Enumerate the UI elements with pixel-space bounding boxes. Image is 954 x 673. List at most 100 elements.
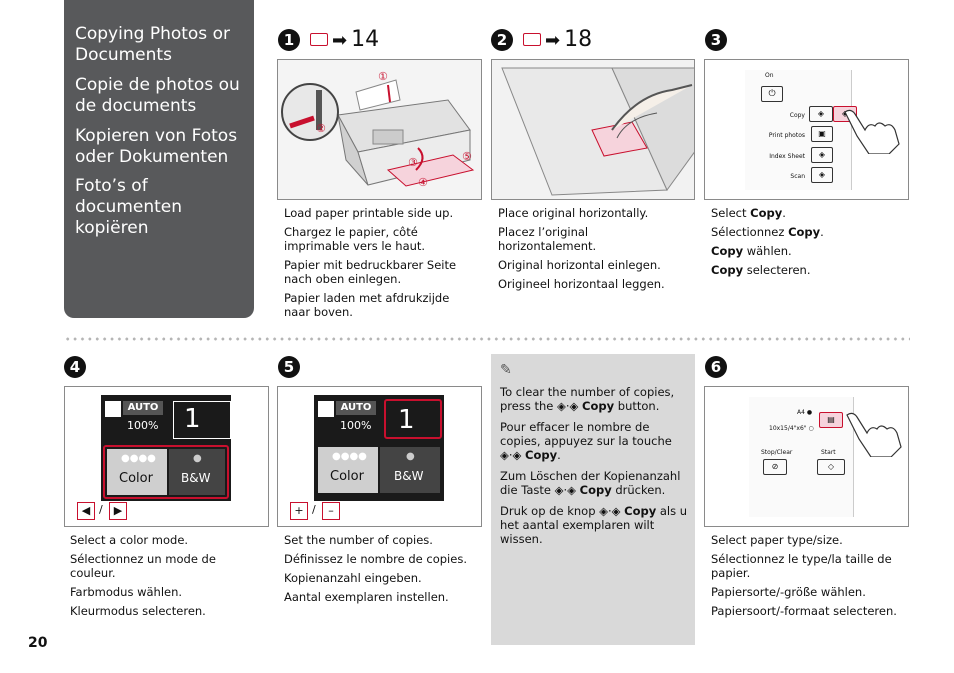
bw-option[interactable]: ● B&W (169, 449, 225, 495)
separator: / (312, 503, 316, 516)
pencil-icon: ✎ (500, 362, 512, 378)
note-de: Zum Löschen der Kopienanzahl die Taste ◈… (500, 469, 681, 497)
step-1-page-ref: 14 (351, 27, 380, 52)
step-2-illustration (491, 59, 695, 200)
copy-label: Copy (789, 112, 805, 119)
section-title-panel: Copying Photos or Documents Copie de pho… (64, 0, 254, 318)
zoom-label: 100% (127, 419, 159, 432)
auto-label: AUTO (336, 401, 376, 415)
step-4-illustration: AUTO 100% 1 ●●●● Color ● B&W ◀ / ▶ (64, 386, 269, 527)
note-text: To clear the number of copies, press the… (500, 385, 688, 551)
step-5-text-fr: Définissez le nombre de copies. (284, 552, 467, 566)
note-en: To clear the number of copies, press the… (500, 385, 675, 413)
step-4-text-nl: Kleurmodus selecteren. (70, 604, 206, 618)
start-button[interactable]: ◇ (817, 459, 845, 475)
step-3-text-de: Copy wählen. (711, 244, 792, 258)
step-5-text-en: Set the number of copies. (284, 533, 433, 547)
stop-clear-button[interactable]: ⊘ (763, 459, 787, 475)
bw-option[interactable]: ● B&W (380, 447, 440, 493)
paper-size-button[interactable]: ▤ (819, 412, 843, 428)
step-5-text: Set the number of copies. Définissez le … (284, 533, 479, 609)
step-1-text-fr: Chargez le papier, côté imprimable vers … (284, 225, 426, 253)
a4-label: A4 ● (797, 409, 813, 416)
copies-box-selected[interactable]: 1 (384, 399, 442, 439)
step-5-text-de: Kopienanzahl eingeben. (284, 571, 422, 585)
title-en: Copying Photos or Documents (75, 24, 230, 65)
callout-1: ① (378, 70, 388, 83)
note-box: ✎ To clear the number of copies, press t… (491, 354, 695, 645)
page-number: 20 (28, 635, 48, 651)
step-4-text-fr: Sélectionnez un mode de couleur. (70, 552, 216, 580)
step-3-number: 3 (705, 29, 727, 51)
step-1-reference: ➡14 (304, 28, 379, 53)
step-1-text-de: Papier mit bedruckbarer Seite nach oben … (284, 258, 457, 286)
arrow-right-icon: ➡ (332, 30, 348, 51)
step-3-text-en: Select Copy. (711, 206, 786, 220)
color-option[interactable]: ●●●● Color (107, 449, 167, 495)
title-de: Kopieren von Fotos oder Dokumenten (75, 126, 238, 167)
right-arrow-button[interactable]: ▶ (109, 502, 127, 520)
step-1-number: 1 (278, 29, 300, 51)
on-label: On (765, 72, 774, 79)
separator: / (99, 503, 103, 516)
title-nl: Foto’s of documenten kopiëren (75, 176, 183, 238)
color-mode-selector[interactable]: ●●●● Color ● B&W (103, 445, 229, 499)
step-2-text-de: Original horizontal einlegen. (498, 258, 661, 272)
color-ink-icon: ●●●● (121, 453, 156, 464)
copy-mode-icon (105, 401, 121, 417)
step-2-text-en: Place original horizontally. (498, 206, 649, 220)
step-6-text-fr: Sélectionnez le type/la taille de papier… (711, 552, 892, 580)
copies-count: 1 (184, 404, 201, 434)
step-6-illustration: A4 ● 10x15/4"x6" ○ ▤ Stop/Clear ⊘ Start … (704, 386, 909, 527)
power-button[interactable]: ⏻ (761, 86, 783, 102)
step-4-number: 4 (64, 356, 86, 378)
bw-label: B&W (394, 469, 424, 483)
pointing-hand-icon (846, 412, 902, 457)
left-arrow-button[interactable]: ◀ (77, 502, 95, 520)
step-6-text-de: Papiersorte/-größe wählen. (711, 585, 866, 599)
lcd-screen: AUTO 100% 1 ●●●● Color ● B&W (314, 395, 444, 501)
callout-5: ⑤ (462, 150, 472, 163)
plus-button[interactable]: + (290, 502, 308, 520)
step-2-reference: ➡18 (517, 28, 592, 53)
arrow-right-icon: ➡ (545, 30, 561, 51)
step-1-text: Load paper printable side up. Chargez le… (284, 206, 474, 324)
index-sheet-button[interactable]: ◈ (811, 147, 833, 163)
copy-mode-icon (318, 401, 334, 417)
copies-box: 1 (173, 401, 231, 439)
step-6-number: 6 (705, 356, 727, 378)
copies-count: 1 (398, 405, 415, 435)
stop-clear-label: Stop/Clear (761, 449, 793, 456)
size-label: 10x15/4"x6" ○ (769, 425, 814, 432)
control-panel: A4 ● 10x15/4"x6" ○ ▤ Stop/Clear ⊘ Start … (749, 397, 854, 517)
title-fr: Copie de photos ou de documents (75, 75, 240, 116)
scanner-glass-illustration (492, 60, 694, 199)
book-icon (310, 32, 328, 46)
pointing-hand-icon (844, 109, 900, 154)
print-photos-button[interactable]: ▣ (811, 126, 833, 142)
scan-label: Scan (790, 173, 805, 180)
step-1-text-en: Load paper printable side up. (284, 206, 454, 220)
scan-button[interactable]: ◈ (811, 167, 833, 183)
auto-label: AUTO (123, 401, 163, 415)
callout-2: ② (316, 122, 326, 135)
color-label: Color (119, 471, 153, 486)
step-5-text-nl: Aantal exemplaren instellen. (284, 590, 449, 604)
lcd-screen: AUTO 100% 1 ●●●● Color ● B&W (101, 395, 231, 501)
bw-ink-icon: ● (406, 451, 415, 462)
color-option[interactable]: ●●●● Color (318, 447, 378, 493)
minus-button[interactable]: – (322, 502, 340, 520)
zoom-label: 100% (340, 419, 372, 432)
copy-button[interactable]: ◈ (809, 106, 833, 122)
copy-icon: ◈·◈ (554, 483, 580, 497)
callout-3: ③ (408, 156, 418, 169)
step-6-text: Select paper type/size. Sélectionnez le … (711, 533, 901, 623)
bw-ink-icon: ● (193, 453, 202, 464)
step-2-number: 2 (491, 29, 513, 51)
step-2-page-ref: 18 (564, 27, 593, 52)
callout-4: ④ (418, 176, 428, 189)
step-3-text-fr: Sélectionnez Copy. (711, 225, 824, 239)
printer-load-paper-illustration: ① ② ③ ④ ⑤ (278, 60, 481, 199)
step-6-text-nl: Papiersoort/-formaat selecteren. (711, 604, 897, 618)
color-label: Color (330, 469, 364, 484)
